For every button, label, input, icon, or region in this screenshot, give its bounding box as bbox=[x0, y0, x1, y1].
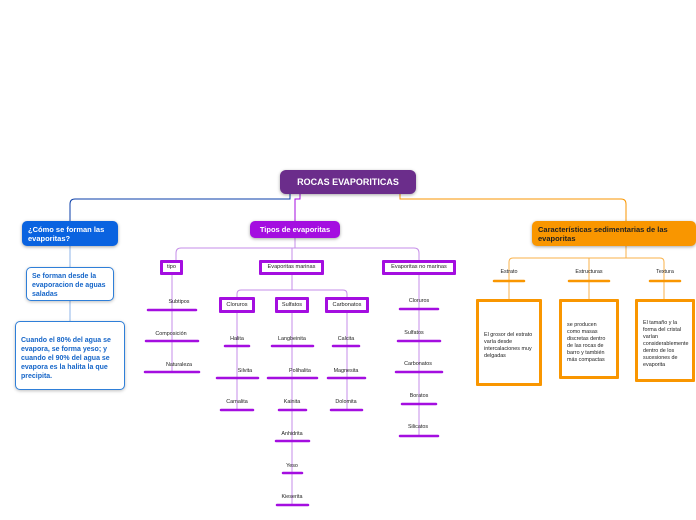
marinas-sulfatos-node[interactable]: Sulfatos bbox=[275, 297, 309, 313]
sulfatos-leaf-kieserita[interactable]: Kieserita bbox=[281, 494, 303, 500]
formation-item-1[interactable]: Se forman desde la evaporacion de aguas … bbox=[26, 267, 114, 301]
branch-sedimentary[interactable]: Características sedimentarias de las eva… bbox=[532, 221, 696, 246]
carbonatos-leaf-calcita[interactable]: Calcita bbox=[337, 336, 355, 342]
feature-estrato-description[interactable]: El grosor del estrato varía desde interc… bbox=[476, 299, 542, 386]
link-types-sub bbox=[175, 238, 420, 260]
nomarinas-leaf-silicatos[interactable]: Silicatos bbox=[407, 424, 429, 430]
link-marinas-groups bbox=[236, 275, 348, 297]
feature-estructuras-description[interactable]: se producen como masas discretas dentro … bbox=[559, 299, 619, 379]
cloruros-leaf-halita[interactable]: Halita bbox=[230, 336, 244, 342]
tipo-leaf-subtipos[interactable]: Subtipos bbox=[168, 299, 190, 305]
sulfatos-leaf-anhidrita[interactable]: Anhidrita bbox=[281, 431, 303, 437]
feature-estrato-label[interactable]: Estrato bbox=[500, 269, 518, 275]
formation-item-2[interactable]: Cuando el 80% del agua se evapora, se fo… bbox=[15, 321, 125, 390]
link-root-formation bbox=[69, 194, 291, 221]
feature-textura-label[interactable]: Textura bbox=[656, 269, 674, 275]
feature-estructuras-label[interactable]: Estructuras bbox=[575, 269, 603, 275]
sulfatos-leaf-yeso[interactable]: Yeso bbox=[286, 463, 298, 469]
carbonatos-leaf-magnesita[interactable]: Magnesita bbox=[333, 368, 359, 374]
marinas-cloruros-node[interactable]: Cloruros bbox=[219, 297, 255, 313]
cloruros-leaf-carnalita[interactable]: Carnalita bbox=[226, 399, 248, 405]
link-root-types bbox=[294, 194, 301, 221]
nomarinas-leaf-sulfatos[interactable]: Sulfatos bbox=[404, 330, 424, 336]
types-no-marinas-node[interactable]: Evaporitas no marinas bbox=[382, 260, 456, 275]
branch-formation[interactable]: ¿Cómo se forman las evaporitas? bbox=[22, 221, 118, 246]
sulfatos-leaf-kainita[interactable]: Kainita bbox=[283, 399, 301, 405]
sulfatos-leaf-polihalita[interactable]: Polihalita bbox=[289, 368, 311, 374]
nomarinas-leaf-boratos[interactable]: Boratos bbox=[409, 393, 429, 399]
feature-textura-description[interactable]: El tamaño y la forma del cristal varían … bbox=[635, 299, 695, 382]
link-feature-boxes bbox=[508, 281, 665, 299]
types-tipo-node[interactable]: tipo bbox=[160, 260, 183, 275]
types-marinas-node[interactable]: Evaporitas marinas bbox=[259, 260, 324, 275]
sulfatos-leaf-langbeinita[interactable]: Langbeinita bbox=[278, 336, 306, 342]
carbonatos-leaf-dolomita[interactable]: Dolomita bbox=[335, 399, 357, 405]
cloruros-leaf-silvita[interactable]: Silvita bbox=[237, 368, 253, 374]
nomarinas-leaf-cloruros[interactable]: Cloruros bbox=[408, 298, 430, 304]
marinas-carbonatos-node[interactable]: Carbonatos bbox=[325, 297, 369, 313]
root-node[interactable]: ROCAS EVAPORITICAS bbox=[280, 170, 416, 194]
branch-types[interactable]: Tipos de evaporitas bbox=[250, 221, 340, 238]
nomarinas-leaf-carbonatos[interactable]: Carbonatos bbox=[404, 361, 432, 367]
tipo-leaf-composicion[interactable]: Composición bbox=[155, 331, 187, 337]
tipo-leaf-naturaleza[interactable]: Naturaleza bbox=[165, 362, 193, 368]
link-sedimentary-features bbox=[508, 246, 665, 280]
link-root-sedimentary bbox=[399, 194, 627, 221]
